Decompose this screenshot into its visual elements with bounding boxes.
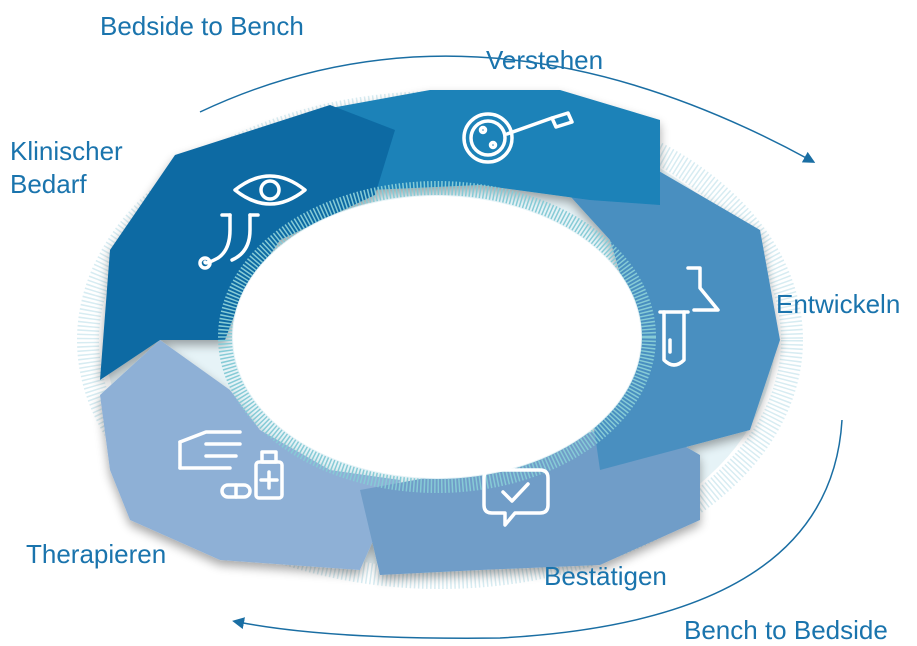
medicine-bottle-icon bbox=[254, 450, 284, 500]
stethoscope-icon bbox=[198, 213, 260, 270]
segment-therapieren[interactable] bbox=[100, 340, 400, 570]
outer-halo bbox=[77, 91, 803, 589]
eye-icon bbox=[233, 174, 307, 206]
pipette-icon bbox=[505, 111, 574, 136]
stage-label-bestaetigen: Bestätigen bbox=[544, 561, 667, 591]
flow-label-bedside-to-bench: Bedside to Bench bbox=[100, 11, 304, 41]
arrow-bench-to-bedside bbox=[232, 419, 843, 639]
petri-dish-icon bbox=[462, 112, 514, 164]
chat-check-icon bbox=[482, 468, 550, 527]
ring bbox=[100, 90, 780, 575]
test-tube-icon bbox=[658, 310, 690, 367]
stage-label-therapieren: Therapieren bbox=[26, 539, 167, 569]
hand-icon bbox=[178, 430, 242, 470]
center-hole bbox=[233, 196, 641, 478]
stage-label-entwickeln: Entwickeln bbox=[776, 289, 901, 319]
stage-label-klinischer-bedarf-line2: Bedarf bbox=[10, 169, 87, 199]
pill-icon bbox=[220, 483, 252, 499]
flow-label-bench-to-bedside: Bench to Bedside bbox=[684, 615, 888, 645]
arrow-bedside-to-bench bbox=[199, 55, 816, 163]
stage-label-klinischer-bedarf-line1: Klinischer bbox=[10, 136, 123, 166]
stage-label-verstehen: Verstehen bbox=[486, 45, 604, 75]
flask-icon bbox=[686, 266, 720, 312]
inner-rim bbox=[218, 181, 656, 493]
